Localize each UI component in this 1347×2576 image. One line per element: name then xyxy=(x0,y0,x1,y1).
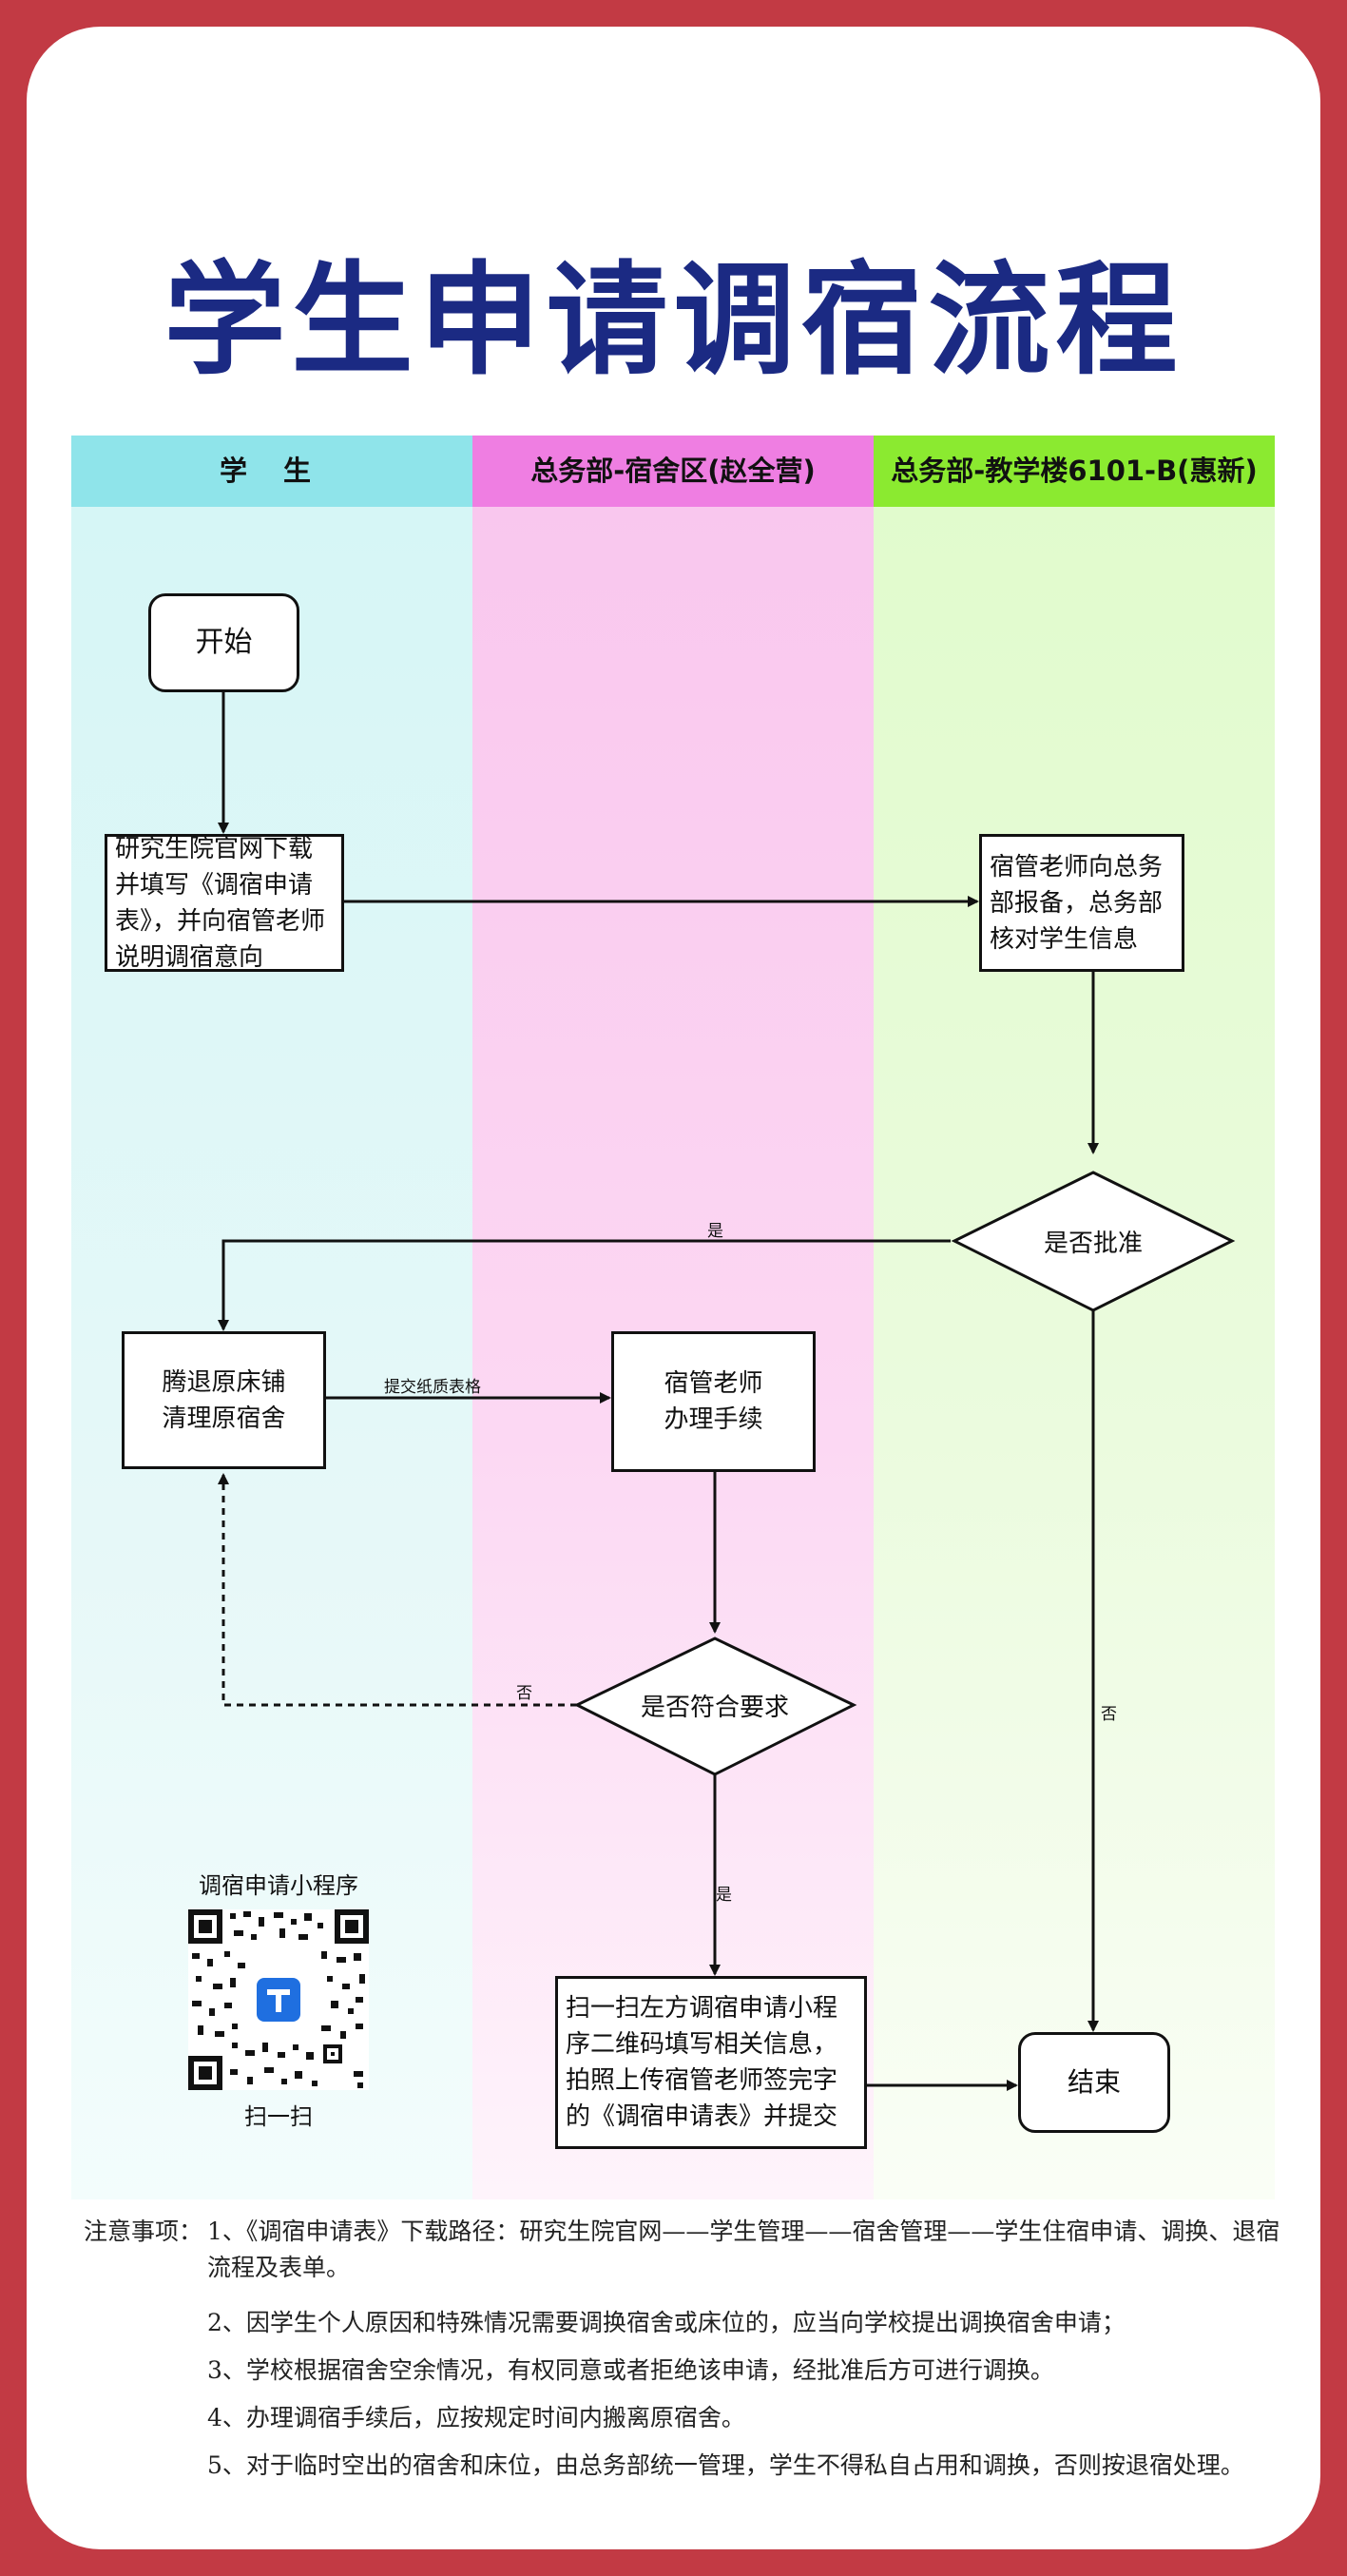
note-item: 5、对于临时空出的宿舍和床位，由总务部统一管理，学生不得私自占用和调换，否则按退… xyxy=(207,2451,1244,2479)
edge-label-no-approve: 否 xyxy=(1101,1705,1117,1724)
end-node: 结束 xyxy=(1018,2032,1170,2133)
edge-comply-no xyxy=(218,1473,577,1707)
edge-label-yes-approve: 是 xyxy=(707,1222,723,1241)
lane-teach: 总务部-教学楼6101-B(惠新) xyxy=(874,436,1275,2199)
note-item: 3、学校根据宿舍空余情况，有权同意或者拒绝该申请，经批准后方可进行调换。 xyxy=(207,2356,1054,2384)
download-node: 研究生院官网下载并填写《调宿申请表》，并向宿管老师说明调宿意向 xyxy=(105,834,344,972)
page-title: 学生申请调宿流程 xyxy=(164,250,1183,392)
approve-label: 是否批准 xyxy=(1043,1230,1143,1258)
handle-node: 宿管老师 办理手续 xyxy=(611,1331,816,1472)
lane-teach-header: 总务部-教学楼6101-B(惠新) xyxy=(874,436,1275,507)
comply-label: 是否符合要求 xyxy=(640,1694,789,1722)
vacate-node: 腾退原床铺 清理原宿舍 xyxy=(122,1331,326,1469)
scan-node: 扫一扫左方调宿申请小程序二维码填写相关信息，拍照上传宿管老师签完字的《调宿申请表… xyxy=(555,1976,867,2149)
poster-card: 学生申请调宿流程 学 生 总务部-宿舍区(赵全营) 总务部-教学楼6101-B(… xyxy=(27,27,1320,2549)
qr-title: 调宿申请小程序 xyxy=(199,1872,358,1899)
notes-label: 注意事项： xyxy=(84,2218,203,2245)
edge-label-yes-comply: 是 xyxy=(716,1886,732,1905)
lane-teach-body xyxy=(874,507,1275,2199)
flow-connectors xyxy=(218,692,1236,2091)
qr-scan-label: 扫一扫 xyxy=(244,2103,313,2130)
lane-student-header: 学 生 xyxy=(71,436,472,507)
comply-diamond xyxy=(573,1637,857,1776)
lane-dorm-header: 总务部-宿舍区(赵全营) xyxy=(472,436,874,507)
qr-code-icon[interactable] xyxy=(188,1909,369,2090)
qr-block: 调宿申请小程序 xyxy=(174,1867,383,2131)
note-item: 4、办理调宿手续后，应按规定时间内搬离原宿舍。 xyxy=(207,2404,745,2431)
note-item: 2、因学生个人原因和特殊情况需要调换宿舍或床位的，应当向学校提出调换宿舍申请； xyxy=(207,2309,1126,2336)
approve-diamond xyxy=(951,1171,1236,1312)
edge-label-submit-paper: 提交纸质表格 xyxy=(384,1378,481,1397)
note-item: 1、《调宿申请表》下载路径：研究生院官网——学生管理——宿舍管理——学生住宿申请… xyxy=(207,2218,1280,2281)
start-node: 开始 xyxy=(148,593,299,692)
report-node: 宿管老师向总务部报备，总务部核对学生信息 xyxy=(979,834,1184,972)
edge-label-no-comply: 否 xyxy=(516,1684,532,1703)
edge-approve-yes xyxy=(218,1239,951,1331)
